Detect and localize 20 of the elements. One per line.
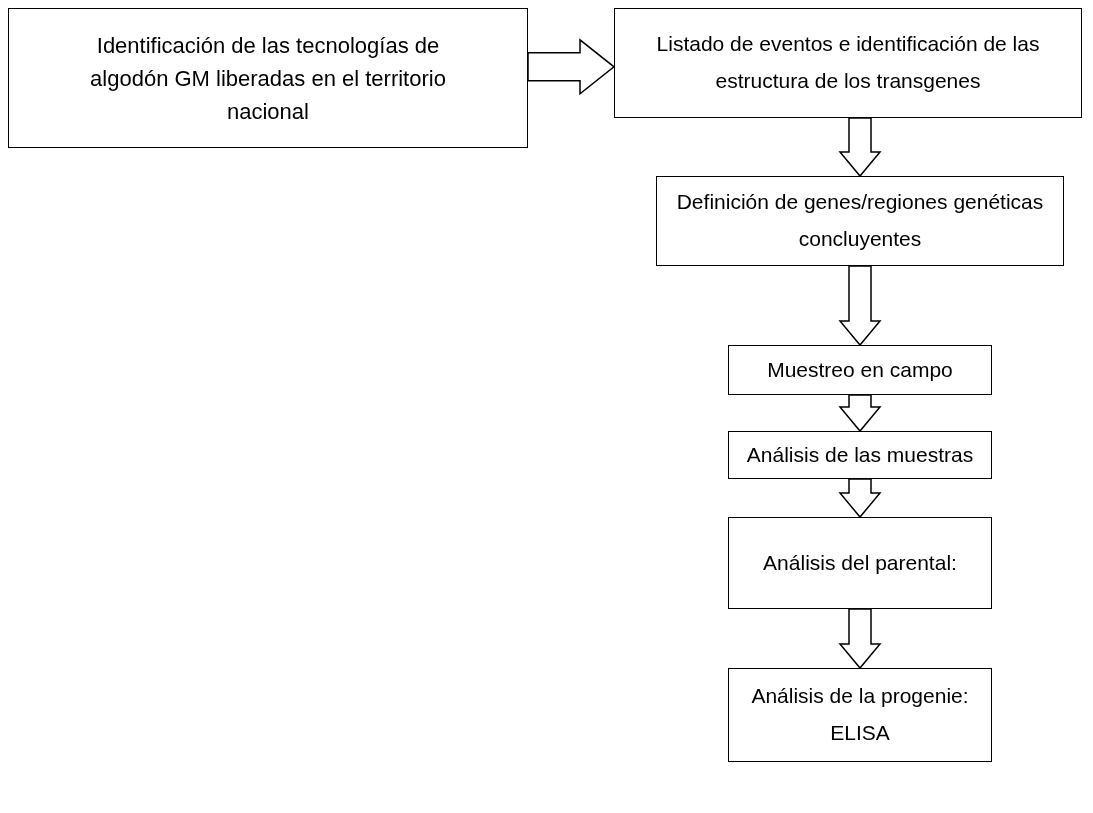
- process-box: [728, 345, 992, 395]
- box-text: Análisis del parental:: [763, 549, 957, 576]
- process-box: [728, 517, 992, 609]
- process-box: [656, 176, 1064, 266]
- box-text: Análisis de las muestras: [746, 441, 974, 468]
- block-arrow: [838, 608, 882, 670]
- box-text: Identificación de las tecnologías de algodón GM liberadas en el territorio nacional: [89, 31, 447, 126]
- block-arrow: [527, 38, 616, 96]
- block-arrow: [838, 478, 882, 519]
- process-box: [728, 668, 992, 762]
- block-arrow: [838, 265, 882, 347]
- box-text: Definición de genes/regiones genéticas concluyentes: [675, 189, 1045, 252]
- box-text: Listado de eventos e identificación de las estructura de los transgenes: [655, 31, 1041, 94]
- process-box: [728, 431, 992, 479]
- process-box: [614, 8, 1082, 118]
- block-arrow: [838, 394, 882, 433]
- process-box: [8, 8, 528, 148]
- box-text: Muestreo en campo: [767, 356, 953, 383]
- block-arrow: [838, 117, 882, 178]
- box-text: Análisis de la progenie: ELISA: [750, 683, 970, 746]
